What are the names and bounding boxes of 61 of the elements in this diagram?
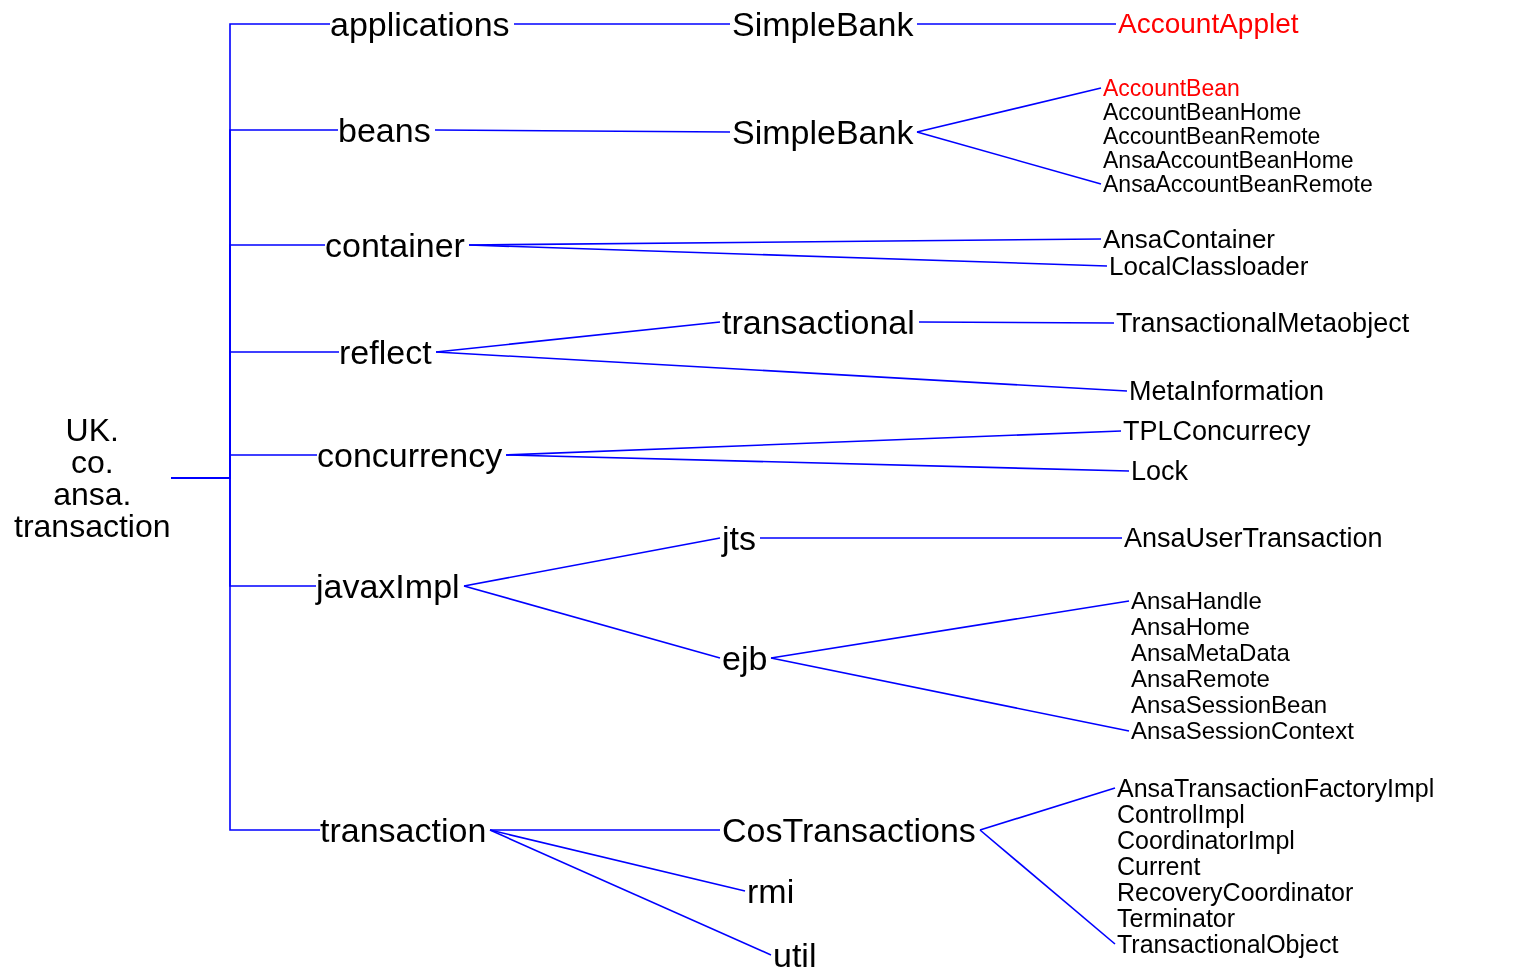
package-label: TransactionalObject [1117, 931, 1339, 957]
package-label: SimpleBank [732, 7, 914, 41]
package-label: AnsaMetaData [1131, 641, 1290, 665]
package-label: AnsaAccountBeanRemote [1103, 172, 1373, 196]
connector-line [979, 829, 1116, 945]
connector-line [979, 787, 1116, 831]
package-label: ControlImpl [1117, 801, 1245, 827]
package-label: AccountBean [1103, 76, 1240, 100]
package-label: Lock [1131, 457, 1189, 485]
connector-line [770, 600, 1130, 659]
package-label: AnsaSessionBean [1131, 693, 1328, 717]
package-label: reflect [339, 335, 432, 369]
package-label: transactional [722, 305, 915, 339]
connector-line [170, 477, 321, 831]
package-label: AnsaAccountBeanHome [1103, 148, 1354, 172]
package-label: container [325, 228, 465, 262]
package-label: LocalClassloader [1109, 253, 1309, 279]
connector-line [916, 131, 1102, 185]
package-label: concurrency [317, 438, 503, 472]
package-label: AnsaUserTransaction [1124, 524, 1383, 552]
package-label: TPLConcurrecy [1123, 417, 1311, 445]
package-label: AnsaSessionContext [1131, 719, 1354, 743]
package-label: util [773, 938, 817, 972]
package-label: SimpleBank [732, 115, 914, 149]
connector-line [918, 321, 1115, 324]
package-label: MetaInformation [1129, 377, 1325, 405]
package-label: AccountApplet [1118, 10, 1299, 38]
connector-line [489, 829, 721, 831]
package-label: applications [330, 7, 510, 41]
package-label: CoordinatorImpl [1117, 827, 1295, 853]
package-label: AccountBeanHome [1103, 100, 1302, 124]
package-label: beans [338, 113, 431, 147]
package-label: TransactionalMetaobject [1116, 309, 1410, 337]
connector-line [463, 585, 721, 659]
connector-line [468, 244, 1108, 267]
connector-line [463, 537, 721, 587]
package-label: transaction [320, 813, 487, 847]
package-label: jts [722, 521, 756, 555]
package-label: AnsaContainer [1103, 226, 1275, 252]
package-label: AnsaTransactionFactoryImpl [1117, 775, 1435, 801]
package-label: AnsaHandle [1131, 589, 1262, 613]
connector-line [513, 23, 731, 25]
connector-line [434, 129, 731, 133]
connector-line [505, 454, 1130, 472]
connector-line [916, 23, 1117, 25]
package-label: RecoveryCoordinator [1117, 879, 1354, 905]
package-label: AccountBeanRemote [1103, 124, 1321, 148]
package-label: javaxImpl [316, 569, 460, 603]
connector-line [770, 657, 1130, 732]
connector-line [435, 351, 1128, 392]
connector-line [489, 829, 772, 956]
package-label: AnsaHome [1131, 615, 1250, 639]
package-label: ejb [722, 641, 768, 675]
package-label: CosTransactions [722, 813, 976, 847]
connector-line [916, 87, 1102, 133]
package-label: Terminator [1117, 905, 1236, 931]
package-label: Current [1117, 853, 1201, 879]
root-package-label: UK. co. ansa. transaction [14, 414, 171, 542]
connector-line [759, 537, 1123, 539]
package-label: AnsaRemote [1131, 667, 1270, 691]
package-label: rmi [747, 874, 795, 908]
